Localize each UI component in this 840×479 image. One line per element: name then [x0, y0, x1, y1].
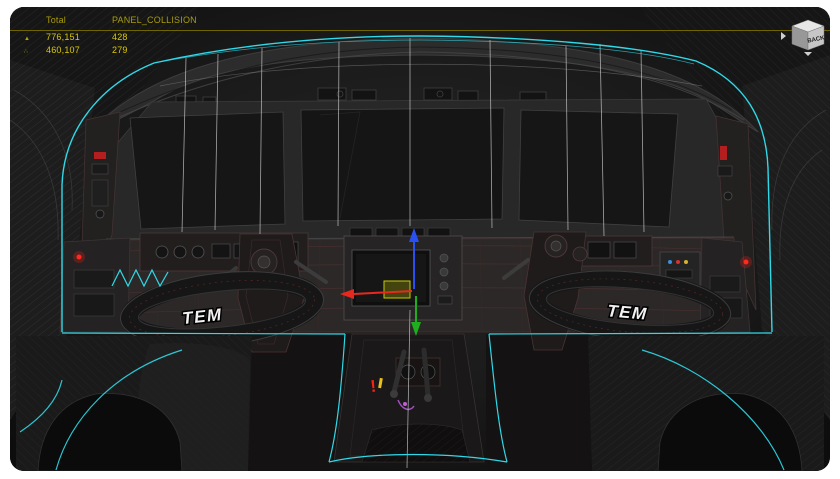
selection-poly-count: 428: [112, 32, 128, 42]
roof: [87, 37, 759, 136]
grab-handle-coil: [111, 268, 169, 288]
warning-marks: !: [369, 376, 383, 396]
center-stack: [343, 227, 463, 321]
transform-gizmo[interactable]: [340, 228, 421, 336]
stats-rows: ▲ 776,151 428 ∴ 460,107 279: [24, 32, 197, 57]
selection-outline: [19, 35, 785, 471]
wireframe-lines: [159, 38, 703, 469]
stats-selection-header: PANEL_COLLISION: [112, 15, 197, 25]
right-steering-wheel: TEM: [528, 270, 732, 342]
background-mesh: [10, 7, 830, 420]
stats-total-header: Total: [46, 15, 67, 25]
polygon-stats-overlay: Total PANEL_COLLISION ▲ 776,151 428 ∴ 46…: [24, 15, 197, 58]
stats-row-polygons: ▲ 776,151 428: [24, 32, 197, 44]
floor-right: [486, 334, 590, 471]
stats-header-row: Total PANEL_COLLISION: [24, 15, 197, 25]
gizmo-x-axis[interactable]: [340, 289, 413, 299]
selection-vertex-count: 279: [112, 45, 128, 55]
cab-outline: [61, 35, 773, 333]
poly-count-icon: ▲: [24, 36, 31, 42]
indicator-lights: [73, 251, 752, 268]
gizmo-plane-handle[interactable]: [383, 280, 411, 299]
left-seat: [16, 336, 252, 471]
stats-row-vertices: ∴ 460,107 279: [24, 45, 197, 57]
viewcube-front-face[interactable]: [807, 25, 825, 51]
right-seat: [588, 336, 824, 471]
viewcube-face-label[interactable]: BACK: [807, 35, 826, 45]
left-red-indicator: [76, 254, 82, 260]
stats-divider-line: [10, 30, 830, 31]
floor-left: [250, 334, 352, 471]
gizmo-y-axis[interactable]: [411, 296, 421, 336]
viewcube[interactable]: BACK: [781, 19, 826, 56]
total-poly-count: 776,151: [46, 32, 80, 42]
center-console-lower: [333, 333, 485, 463]
viewcube-down-arrow-icon[interactable]: [804, 52, 812, 56]
left-side-console: [59, 237, 131, 333]
right-red-indicator: [743, 259, 749, 265]
right-wheel-logo: TEM: [607, 301, 649, 323]
total-vertex-count: 460,107: [46, 45, 80, 55]
viewcube-left-arrow-icon[interactable]: [781, 32, 786, 40]
windshield: [97, 98, 741, 241]
gizmo-z-axis[interactable]: [409, 228, 419, 289]
warning-exclamation-icon: !: [369, 376, 377, 395]
vertex-count-icon: ∴: [24, 49, 29, 55]
